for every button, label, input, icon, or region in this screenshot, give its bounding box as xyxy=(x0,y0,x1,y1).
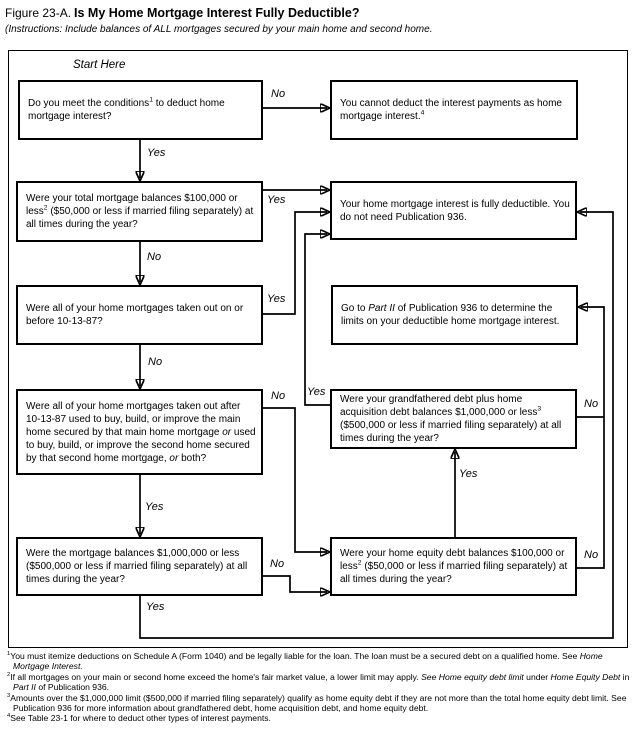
footnotes: 1You must itemize deductions on Schedule… xyxy=(7,651,631,724)
node-before-101387-question: Were all of your home mortgages taken ou… xyxy=(16,285,263,345)
node-total-balances-question: Were your total mortgage balances $100,0… xyxy=(16,181,263,242)
node-million-balances-question: Were the mortgage balances $1,000,000 or… xyxy=(16,537,263,596)
node-million-balances-text: Were the mortgage balances $1,000,000 or… xyxy=(26,548,248,585)
node-home-equity-text: Were your home equity debt balances $100… xyxy=(340,548,568,585)
connector-after-101387-no xyxy=(263,407,327,552)
figure-title-text: Is My Home Mortgage Interest Fully Deduc… xyxy=(74,6,360,20)
node-go-part-2-text: Go to Part II of Publication 936 to dete… xyxy=(341,303,560,327)
edge-label-grandfathered-no: No xyxy=(584,398,599,410)
edge-label-before-101387-no: No xyxy=(148,356,163,368)
node-after-101387-text: Were all of your home mortgages taken ou… xyxy=(26,400,256,464)
node-grandfathered-question: Were your grandfathered debt plus home a… xyxy=(330,389,577,449)
node-go-part-2: Go to Part II of Publication 936 to dete… xyxy=(331,285,578,345)
node-cannot-deduct-text: You cannot deduct the interest payments … xyxy=(340,98,562,122)
edge-label-grandfathered-yes: Yes xyxy=(307,386,326,398)
node-before-101387-text: Were all of your home mortgages taken ou… xyxy=(26,303,244,327)
edge-label-conditions-yes: Yes xyxy=(147,147,166,159)
node-conditions-text: Do you meet the conditions1 to deduct ho… xyxy=(28,96,225,122)
figure-title: Figure 23-A.Is My Home Mortgage Interest… xyxy=(5,6,360,20)
edge-label-after-101387-no: No xyxy=(271,390,286,402)
node-grandfathered-text: Were your grandfathered debt plus home a… xyxy=(340,394,562,444)
connector-grandfathered-yes xyxy=(304,234,330,406)
node-fully-deductible-text: Your home mortgage interest is fully ded… xyxy=(340,198,570,223)
node-home-equity-question: Were your home equity debt balances $100… xyxy=(330,537,577,596)
edge-label-total-balances-no: No xyxy=(147,251,162,263)
edge-label-before-101387-yes: Yes xyxy=(267,293,286,305)
edge-label-conditions-no: No xyxy=(271,88,286,100)
connector-before-101387-yes xyxy=(263,212,327,315)
edge-label-home-equity-yes: Yes xyxy=(459,468,478,480)
edge-label-million-balances-yes: Yes xyxy=(146,601,165,613)
connector-million-balances-yes xyxy=(139,212,614,639)
footnote-3: 3Amounts over the $1,000,000 limit ($500… xyxy=(7,692,627,714)
node-fully-deductible: Your home mortgage interest is fully ded… xyxy=(330,181,577,240)
figure-instructions: (Instructions: Include balances of ALL m… xyxy=(5,24,433,35)
connector-home-equity-no xyxy=(577,307,605,569)
connector-million-balances-no xyxy=(263,575,327,592)
flowchart-border xyxy=(8,50,628,648)
footnote-1: 1You must itemize deductions on Schedule… xyxy=(7,651,603,672)
footnote-4: 4See Table 23-1 for where to deduct othe… xyxy=(7,713,271,724)
figure-number: Figure 23-A. xyxy=(5,6,72,20)
edge-label-total-balances-yes: Yes xyxy=(267,194,286,206)
footnote-2: 2If all mortgages on your main or second… xyxy=(7,671,630,693)
node-cannot-deduct: You cannot deduct the interest payments … xyxy=(330,80,578,140)
node-conditions-question: Do you meet the conditions1 to deduct ho… xyxy=(18,80,263,140)
edge-label-million-balances-no: No xyxy=(270,558,285,570)
start-here-label: Start Here xyxy=(73,59,126,71)
edge-label-home-equity-no: No xyxy=(584,549,599,561)
node-after-101387-question: Were all of your home mortgages taken ou… xyxy=(16,389,263,475)
node-total-balances-text: Were your total mortgage balances $100,0… xyxy=(26,193,254,230)
edge-label-after-101387-yes: Yes xyxy=(145,501,164,513)
